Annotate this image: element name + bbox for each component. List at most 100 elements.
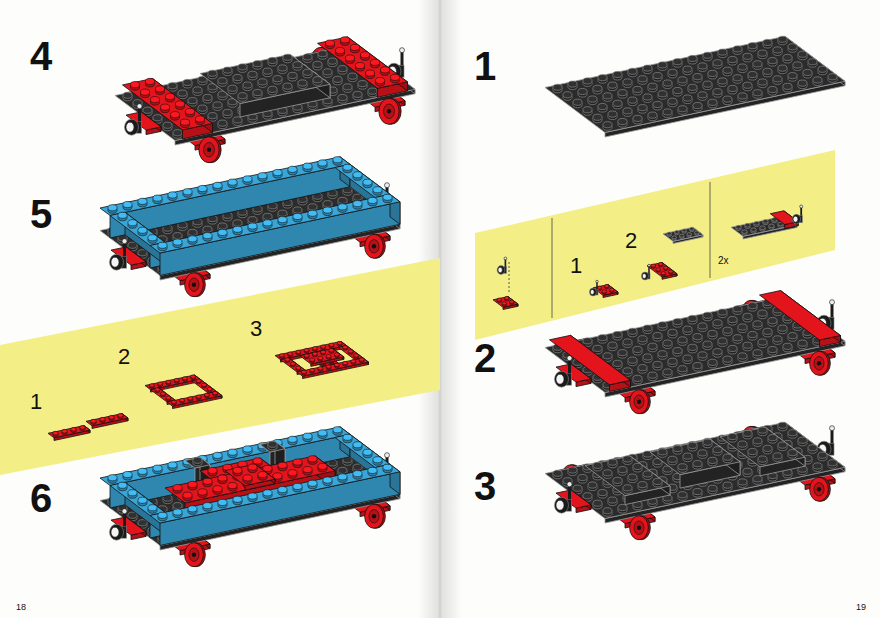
stud-top <box>168 462 177 468</box>
stud-top <box>223 67 232 73</box>
stud-top <box>698 323 707 329</box>
stud-top <box>318 160 327 166</box>
stud-top <box>733 75 742 81</box>
stud-top <box>733 306 742 312</box>
stud-top <box>318 463 327 469</box>
stud-top <box>218 223 227 229</box>
stud-top <box>613 100 622 106</box>
stud-top <box>353 201 362 207</box>
stud-top <box>338 197 347 203</box>
stud-top <box>203 233 212 239</box>
stud-top <box>328 58 337 64</box>
brick-top <box>335 434 390 467</box>
brick <box>150 194 400 275</box>
stud-top <box>203 226 212 232</box>
stud-top <box>203 478 212 484</box>
stud-top <box>273 169 282 175</box>
stud-top <box>368 197 377 203</box>
lego-hub <box>387 109 391 113</box>
stud-top <box>788 44 797 50</box>
stud-top <box>273 76 282 82</box>
stud-top <box>313 61 322 67</box>
stud-top <box>198 105 207 111</box>
magnet-coupling <box>125 104 143 135</box>
stud-top <box>633 115 642 121</box>
lego-round-part <box>365 234 384 258</box>
brick <box>100 449 400 550</box>
stud-top <box>338 467 347 473</box>
stud-top <box>213 486 222 492</box>
stud-top <box>358 81 367 87</box>
lego-round-part <box>126 122 134 132</box>
brick <box>318 37 408 98</box>
stud-top <box>345 55 354 61</box>
stud-top <box>288 72 297 78</box>
stud-top <box>228 449 237 455</box>
stud-top <box>338 204 347 210</box>
lego-round-part <box>204 142 215 157</box>
stud-top <box>118 212 127 218</box>
stud-top <box>188 506 197 512</box>
stud-top <box>583 78 592 84</box>
stud-top <box>180 119 189 125</box>
stud-top <box>713 89 722 95</box>
stud-top <box>288 166 297 172</box>
stud-top <box>618 90 627 96</box>
stud-top <box>778 65 787 71</box>
stud-top <box>653 72 662 78</box>
brick-top <box>110 482 165 515</box>
stud-top <box>778 36 787 42</box>
stud-top <box>183 189 192 195</box>
stud-top <box>733 46 742 52</box>
lego-hub <box>122 239 127 244</box>
stud-top <box>238 93 247 99</box>
stud-top <box>218 120 227 126</box>
stud-top <box>195 116 204 122</box>
stud-top <box>603 122 612 128</box>
stud-top <box>623 108 632 114</box>
lego-hub <box>385 183 390 188</box>
stud-top <box>283 83 292 89</box>
stud-top <box>598 75 607 81</box>
stud-top <box>748 43 757 49</box>
stud-top <box>258 472 267 478</box>
stud-top <box>658 62 667 68</box>
brick <box>200 54 330 117</box>
stud-top <box>118 482 127 488</box>
stud-top <box>173 239 182 245</box>
stud-top <box>333 427 342 433</box>
stud-top <box>573 99 582 105</box>
stud-top <box>208 467 217 473</box>
stud-top <box>618 118 627 124</box>
stud-top <box>678 77 687 83</box>
brick-top <box>100 157 350 216</box>
guide-line <box>123 242 126 256</box>
stud-top <box>150 97 159 103</box>
stud-top <box>373 187 382 193</box>
stud-top <box>278 462 287 468</box>
stud-top <box>713 60 722 66</box>
wheel <box>199 137 221 163</box>
stud-top <box>248 464 257 470</box>
stud-top <box>138 227 147 233</box>
brick-top <box>260 441 285 452</box>
lego-hub <box>122 509 127 514</box>
magnet-coupling <box>110 509 128 541</box>
stud-top <box>373 457 382 463</box>
stud-top <box>738 93 747 99</box>
lego-round-part <box>189 278 199 291</box>
stud-top <box>598 103 607 109</box>
stud-top <box>308 456 317 462</box>
lego-round-part <box>379 98 399 124</box>
stud-top <box>583 338 592 344</box>
stud-top <box>203 94 212 100</box>
stud-top <box>223 109 232 115</box>
stud-top <box>308 204 317 210</box>
stud-top <box>583 107 592 113</box>
stud-top <box>568 81 577 87</box>
stud-top <box>123 92 132 98</box>
stud-top <box>228 85 237 91</box>
stud-top <box>163 122 172 128</box>
stud-top <box>743 82 752 88</box>
